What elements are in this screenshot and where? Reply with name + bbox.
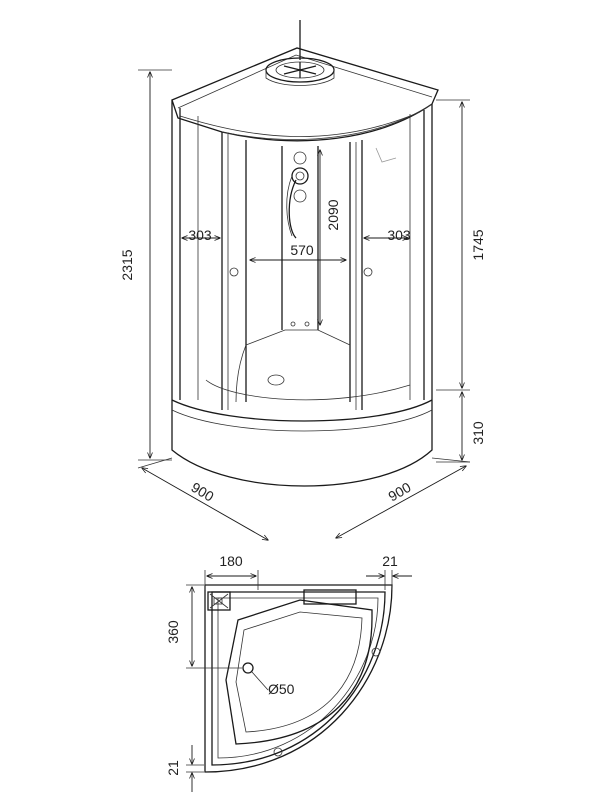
tray-height-label: 310 <box>470 421 486 445</box>
plan-view: Ø50 180 21 360 21 <box>165 553 412 792</box>
right-glass-panel <box>355 104 433 410</box>
corner-bracket-icon <box>207 591 231 611</box>
perspective-view: 2315 1745 310 570 2090 303 303 <box>119 20 486 540</box>
side-right-label: 303 <box>387 227 411 243</box>
left-glass-panel <box>171 100 239 410</box>
dimension-door-width: 570 <box>250 242 346 260</box>
inner-height-label: 2090 <box>325 199 341 230</box>
depth-left-label: 900 <box>188 479 216 505</box>
total-height-label: 2315 <box>119 249 135 280</box>
shower-column <box>245 140 351 402</box>
dimension-wall-gap-bottom: 21 <box>165 745 204 792</box>
wall-gap-bottom-label: 21 <box>165 760 181 776</box>
dimension-tray-height: 310 <box>436 392 486 463</box>
dimension-wall-gap-top: 21 <box>366 553 412 590</box>
ceiling-fan-icon <box>265 20 335 86</box>
dimension-depth-left: 900 <box>137 457 268 540</box>
plan-shelf <box>303 589 357 605</box>
dimension-inner-height: 2090 <box>320 150 341 325</box>
drain-diameter-label: Ø50 <box>268 681 295 697</box>
shower-tray <box>171 392 433 487</box>
dimension-glass-height: 1745 <box>436 99 486 391</box>
dimension-side-right: 303 <box>364 227 411 243</box>
shower-tray-floor <box>205 329 411 403</box>
side-left-label: 303 <box>188 227 212 243</box>
glass-height-label: 1745 <box>470 229 486 260</box>
dimension-corner-offset: 180 <box>204 553 259 590</box>
corner-offset-label: 180 <box>219 553 243 569</box>
plan-inner-tray <box>225 599 373 745</box>
dimension-depth-right: 900 <box>336 457 471 538</box>
plan-outline <box>204 584 393 773</box>
drain-icon <box>242 662 254 674</box>
dimension-side-left: 303 <box>182 227 220 243</box>
dimension-total-height: 2315 <box>119 69 172 461</box>
drain-offset-label: 360 <box>165 620 181 644</box>
wall-gap-top-label: 21 <box>382 553 398 569</box>
depth-right-label: 900 <box>385 479 413 505</box>
dimension-drain-offset: 360 <box>165 584 242 669</box>
door-width-label: 570 <box>290 242 314 258</box>
